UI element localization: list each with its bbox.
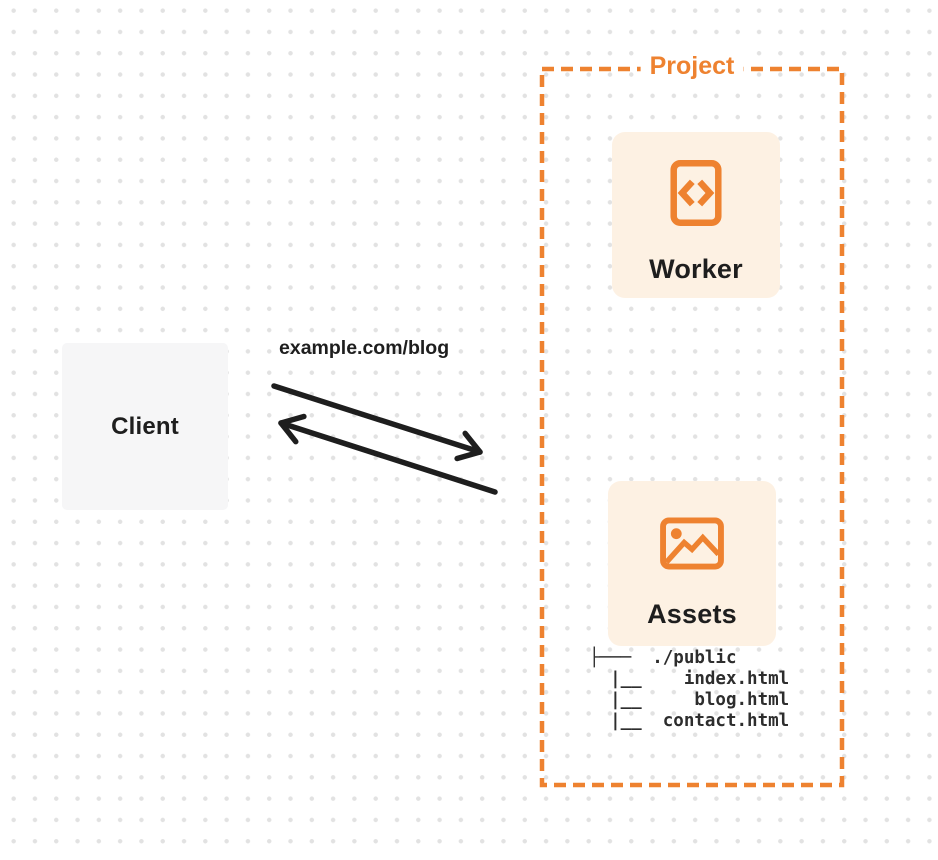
client-label: Client <box>111 412 179 440</box>
tree-line-public: ├─── ./public <box>589 648 737 668</box>
worker-card: Worker <box>612 132 780 298</box>
request-arrow <box>271 383 483 462</box>
worker-label: Worker <box>649 254 743 284</box>
request-url-label: example.com/blog <box>279 337 450 359</box>
assets-file-tree: ├─── ./public |__ index.html |__ blog.ht… <box>589 648 789 732</box>
assets-label: Assets <box>647 599 737 629</box>
image-icon <box>659 517 725 570</box>
response-arrow <box>278 413 498 495</box>
project-label: Project <box>640 50 744 82</box>
project-dashed-border <box>539 66 845 788</box>
client-node: Client <box>62 343 228 510</box>
assets-card: Assets <box>608 481 776 646</box>
tree-line-blog: |__ blog.html <box>589 690 790 710</box>
tree-line-contact: |__ contact.html <box>589 711 790 731</box>
tree-line-index: |__ index.html <box>589 669 790 689</box>
code-document-icon <box>670 159 722 227</box>
